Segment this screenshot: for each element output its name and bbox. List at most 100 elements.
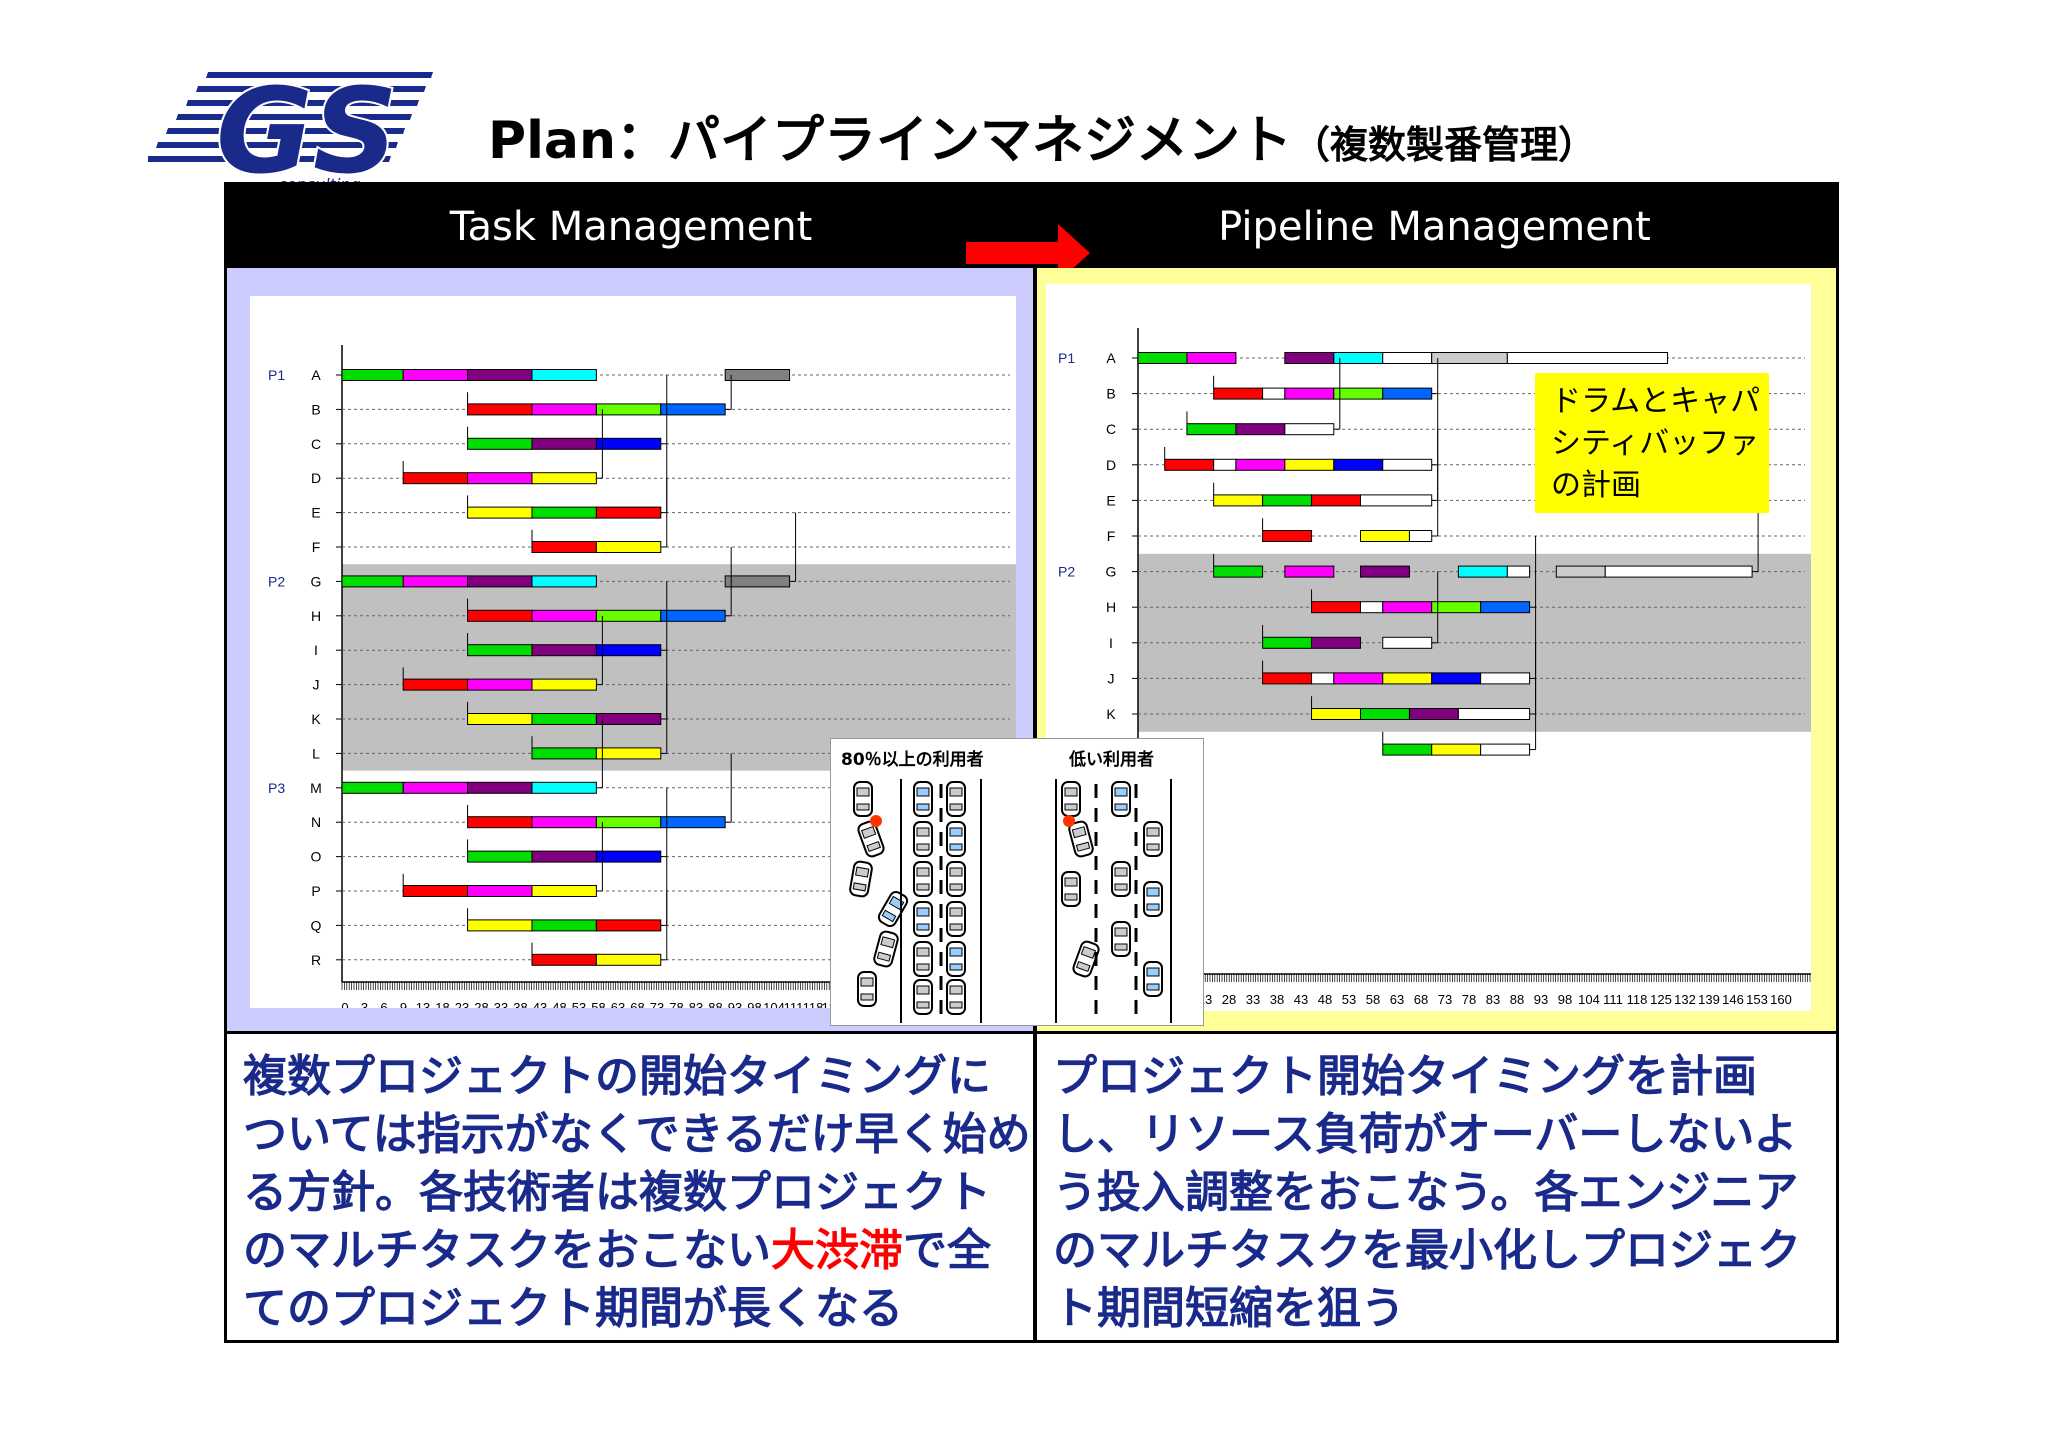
row-label: A — [1106, 350, 1116, 366]
logo-text: GS — [216, 68, 398, 190]
x-tick-label: 118 — [803, 1000, 824, 1008]
crash-icon — [870, 815, 882, 827]
task-segment — [467, 919, 533, 932]
x-tick-label: 58 — [591, 1000, 605, 1008]
task-management-description: 複数プロジェクトの開始タイミングについては指示がなくできるだけ早く始める方針。各… — [227, 1031, 1033, 1340]
task-segment — [1506, 352, 1669, 364]
task-segment — [595, 816, 662, 829]
x-tick-label: 88 — [708, 1000, 722, 1008]
row-label: D — [311, 470, 321, 486]
traffic-illustration: 80％以上の利用者 低い利用者 — [830, 738, 1204, 1026]
x-tick-label: 28 — [1222, 992, 1236, 1007]
x-tick-label: 132 — [1674, 992, 1696, 1007]
x-tick-label: 78 — [1462, 992, 1476, 1007]
task-segment — [1431, 601, 1482, 614]
car-icon — [1143, 881, 1163, 917]
row-label: B — [1106, 386, 1115, 402]
x-tick-label: 9 — [400, 1000, 407, 1008]
car-icon — [1061, 781, 1081, 817]
car-icon — [946, 821, 966, 857]
task-segment — [660, 403, 726, 416]
x-tick-label: 58 — [1366, 992, 1380, 1007]
x-tick-label: 125 — [1650, 992, 1672, 1007]
task-segment — [531, 609, 597, 622]
row-label: E — [1106, 492, 1115, 508]
gs-consulting-logo: GS consulting — [148, 68, 433, 190]
task-segment — [595, 506, 662, 519]
task-segment — [1186, 352, 1237, 364]
row-label: H — [1106, 599, 1116, 615]
task-segment — [467, 713, 533, 725]
x-tick-label: 38 — [1270, 992, 1284, 1007]
x-tick-label: 111 — [784, 1000, 804, 1008]
group-label: P3 — [268, 780, 285, 796]
task-segment — [1382, 601, 1433, 614]
row-label: A — [311, 367, 321, 383]
task-segment — [1333, 672, 1384, 685]
task-segment — [341, 781, 404, 794]
x-tick-label: 18 — [435, 1000, 449, 1008]
task-segment — [531, 919, 597, 932]
x-tick-label: 73 — [1438, 992, 1452, 1007]
description-highlight: 大渋滞 — [771, 1225, 903, 1276]
group-shading — [342, 564, 1016, 771]
task-segment — [531, 369, 597, 381]
task-segment — [1360, 530, 1410, 542]
x-tick-label: 153 — [1746, 992, 1768, 1007]
task-segment — [1213, 458, 1237, 471]
task-segment — [467, 369, 533, 381]
task-segment — [467, 678, 533, 691]
car-icon — [1143, 961, 1163, 997]
task-segment — [467, 644, 533, 657]
task-segment — [1235, 458, 1286, 471]
x-tick-label: 0 — [341, 1000, 348, 1008]
task-segment — [1311, 601, 1361, 614]
task-segment — [1311, 672, 1335, 685]
row-label: C — [311, 436, 321, 452]
x-tick-label: 139 — [1698, 992, 1720, 1007]
task-segment — [467, 403, 533, 416]
car-icon — [913, 781, 933, 817]
task-segment — [1431, 352, 1508, 364]
x-tick-label: 53 — [572, 1000, 586, 1008]
task-segment — [1431, 672, 1482, 685]
row-label: F — [312, 539, 321, 555]
row-label: G — [311, 573, 322, 589]
row-label: M — [310, 780, 322, 796]
title-suffix: （複数製番管理） — [1292, 123, 1597, 167]
task-segment — [531, 437, 597, 450]
task-segment — [1311, 636, 1361, 649]
x-tick-label: 146 — [1722, 992, 1744, 1007]
row-label: F — [1107, 528, 1116, 544]
task-segment — [595, 713, 662, 725]
task-segment — [467, 472, 533, 485]
row-label: C — [1106, 421, 1116, 437]
pipeline-management-header: Pipeline Management — [1033, 185, 1836, 268]
task-segment — [341, 369, 404, 381]
right-arrow-icon — [966, 224, 1090, 282]
task-segment — [402, 575, 469, 588]
task-segment — [1333, 458, 1384, 471]
car-icon — [1061, 871, 1081, 907]
row-label: O — [311, 849, 322, 865]
task-segment — [1213, 565, 1264, 578]
task-segment — [1262, 530, 1313, 542]
group-label: P2 — [1058, 564, 1075, 580]
task-segment — [531, 472, 597, 485]
task-segment — [1262, 672, 1313, 685]
x-tick-label: 93 — [728, 1000, 742, 1008]
task-segment — [531, 678, 597, 691]
car-icon — [913, 979, 933, 1015]
task-segment — [595, 747, 662, 760]
x-tick-label: 68 — [1414, 992, 1428, 1007]
x-tick-label: 53 — [1342, 992, 1356, 1007]
task-segment — [1235, 423, 1286, 436]
task-segment — [1408, 530, 1433, 542]
task-segment — [1164, 458, 1215, 471]
description-text-end: で全てのプロジェクト期間が長くなる — [243, 1225, 991, 1334]
x-tick-label: 93 — [1534, 992, 1548, 1007]
traffic-low-utilization-label: 低い利用者 — [1069, 750, 1154, 770]
task-segment — [1457, 708, 1531, 720]
car-icon — [849, 860, 873, 898]
task-segment — [660, 816, 726, 829]
